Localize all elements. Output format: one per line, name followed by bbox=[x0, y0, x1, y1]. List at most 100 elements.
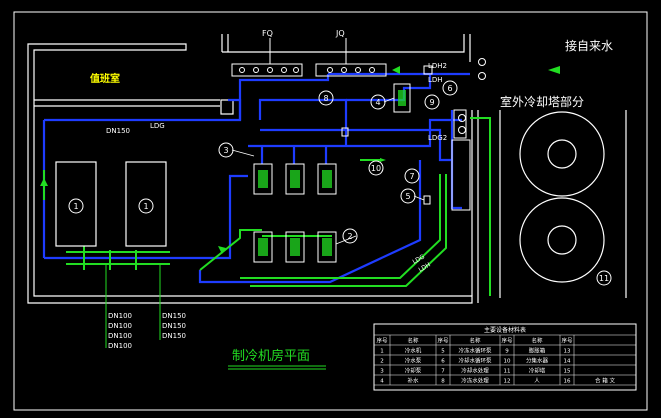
room-label: 值班室 bbox=[90, 72, 120, 85]
cooling-tower-a-fan bbox=[547, 139, 577, 169]
arrow-mid bbox=[380, 158, 386, 162]
pump-fills bbox=[258, 90, 406, 256]
tower-enclosure bbox=[499, 110, 627, 298]
manifold-leaders bbox=[269, 38, 347, 64]
marker-leaders bbox=[231, 97, 425, 245]
table-header-cell: 名称 bbox=[469, 337, 481, 345]
table-cell: 冷冻水循环泵 bbox=[458, 347, 492, 355]
table-cell: 冷却水循环泵 bbox=[458, 357, 492, 365]
table-cell: 冷却水处理 bbox=[461, 367, 489, 375]
marker-2: 2 bbox=[347, 232, 352, 241]
marker-circle-10 bbox=[368, 160, 384, 176]
table-cell: 9 bbox=[505, 349, 509, 355]
label-ldg-top: LDG bbox=[150, 122, 165, 130]
equipment-markers bbox=[68, 80, 612, 286]
blue-pipe-loop-bottom bbox=[198, 160, 422, 284]
dn150-1: DN150 bbox=[162, 312, 186, 320]
table-cell: 6 bbox=[441, 359, 445, 365]
drawing-frame bbox=[13, 11, 648, 411]
label-ldg2: LDG2 bbox=[428, 134, 447, 142]
marker-circle-2 bbox=[342, 228, 358, 244]
arrow-top bbox=[392, 66, 400, 74]
table-cell: 3 bbox=[380, 369, 384, 375]
table-cell: 15 bbox=[564, 369, 571, 375]
table-cell: 7 bbox=[441, 369, 445, 375]
plan-title: 制冷机房平面 bbox=[232, 348, 310, 364]
green-pipe-return-a bbox=[240, 174, 441, 279]
pump-3a bbox=[253, 163, 273, 195]
dn100-2: DN100 bbox=[108, 322, 132, 330]
wall-column bbox=[220, 99, 234, 115]
marker-9: 9 bbox=[429, 98, 434, 107]
marker-circle-7 bbox=[404, 168, 420, 184]
table-cell: 冷水机 bbox=[405, 347, 422, 355]
dn150-2: DN150 bbox=[162, 322, 186, 330]
marker-numbers: 1 1 2 3 4 5 6 7 8 9 10 11 bbox=[73, 84, 609, 283]
table-cell: 4 bbox=[380, 379, 384, 385]
building-walls bbox=[27, 34, 479, 304]
valves bbox=[341, 58, 486, 205]
table-cell: 10 bbox=[504, 359, 511, 365]
table-footer: 合 箱 文 bbox=[595, 377, 615, 385]
table-cell: 11 bbox=[504, 369, 511, 375]
table-cell: 冷却泵 bbox=[405, 367, 422, 375]
manifold-jq bbox=[315, 63, 387, 77]
marker-4: 4 bbox=[375, 98, 380, 107]
marker-8: 8 bbox=[323, 94, 328, 103]
blue-pipe-branch bbox=[258, 98, 348, 146]
marker-11: 11 bbox=[599, 274, 609, 283]
table-cell: 冷却塔 bbox=[529, 367, 546, 375]
table-header-cell: 序号 bbox=[501, 337, 513, 345]
table-cell: 16 bbox=[564, 379, 571, 385]
label-ldh2: LDH2 bbox=[428, 62, 447, 70]
tower-riser bbox=[451, 139, 471, 211]
green-pipe-to-pumps bbox=[199, 229, 262, 271]
green-pipe-return-b bbox=[250, 174, 447, 287]
plan-title-underline bbox=[228, 365, 326, 370]
tower-connection bbox=[453, 109, 467, 139]
chillers bbox=[55, 161, 167, 247]
cooling-tower-b-fan bbox=[547, 225, 577, 255]
marker-circle-6 bbox=[442, 80, 458, 96]
marker-circle-1a bbox=[68, 198, 84, 214]
pipe-size-lists: DN100 DN100 DN100 DN100 DN150 DN150 DN15… bbox=[105, 264, 186, 350]
marker-circle-9 bbox=[424, 94, 440, 110]
marker-5: 5 bbox=[405, 192, 410, 201]
cooling-tower-a bbox=[519, 111, 605, 197]
table-title: 主要设备材料表 bbox=[484, 326, 526, 334]
marker-circle-8 bbox=[318, 90, 334, 106]
blue-pipe-to-header bbox=[238, 74, 330, 120]
label-tap-water: 接自来水 bbox=[565, 38, 613, 53]
blue-pipe-top-run bbox=[44, 98, 242, 122]
pipe-size-leaders bbox=[105, 264, 161, 348]
table-header-cell: 名称 bbox=[531, 337, 543, 345]
marker-6: 6 bbox=[447, 84, 452, 93]
blue-pipe-return bbox=[260, 128, 452, 162]
table-header-cell: 序号 bbox=[376, 337, 388, 345]
arrow-left-up bbox=[40, 178, 48, 186]
marker-1b: 1 bbox=[143, 202, 148, 211]
table-cell: 膨胀箱 bbox=[529, 347, 546, 355]
table-cell: 13 bbox=[564, 349, 571, 355]
table-cell: 1 bbox=[380, 349, 384, 355]
pump-2c bbox=[317, 231, 337, 263]
chilled-water-pipes bbox=[42, 72, 470, 284]
table-header-cell: 序号 bbox=[561, 337, 573, 345]
table-cell: 补水 bbox=[407, 377, 419, 385]
label-ldh: LDH bbox=[428, 76, 443, 84]
table-border bbox=[373, 323, 637, 391]
cooling-tower-b bbox=[519, 197, 605, 283]
green-pipe-tower bbox=[470, 117, 491, 296]
marker-circle-1b bbox=[138, 198, 154, 214]
label-jq: JQ bbox=[335, 29, 345, 38]
marker-circle-11 bbox=[596, 270, 612, 286]
arrow-bottom bbox=[218, 246, 226, 254]
table-header-cell: 名称 bbox=[407, 337, 419, 345]
blue-pipe-pump-drops bbox=[260, 146, 328, 164]
label-tower-section: 室外冷却塔部分 bbox=[500, 94, 584, 109]
cooling-water-pipes bbox=[43, 117, 491, 296]
flow-arrows bbox=[40, 66, 560, 254]
pump-2b bbox=[285, 231, 305, 263]
green-pipe-drops bbox=[83, 246, 137, 270]
wall-right bbox=[471, 110, 479, 303]
